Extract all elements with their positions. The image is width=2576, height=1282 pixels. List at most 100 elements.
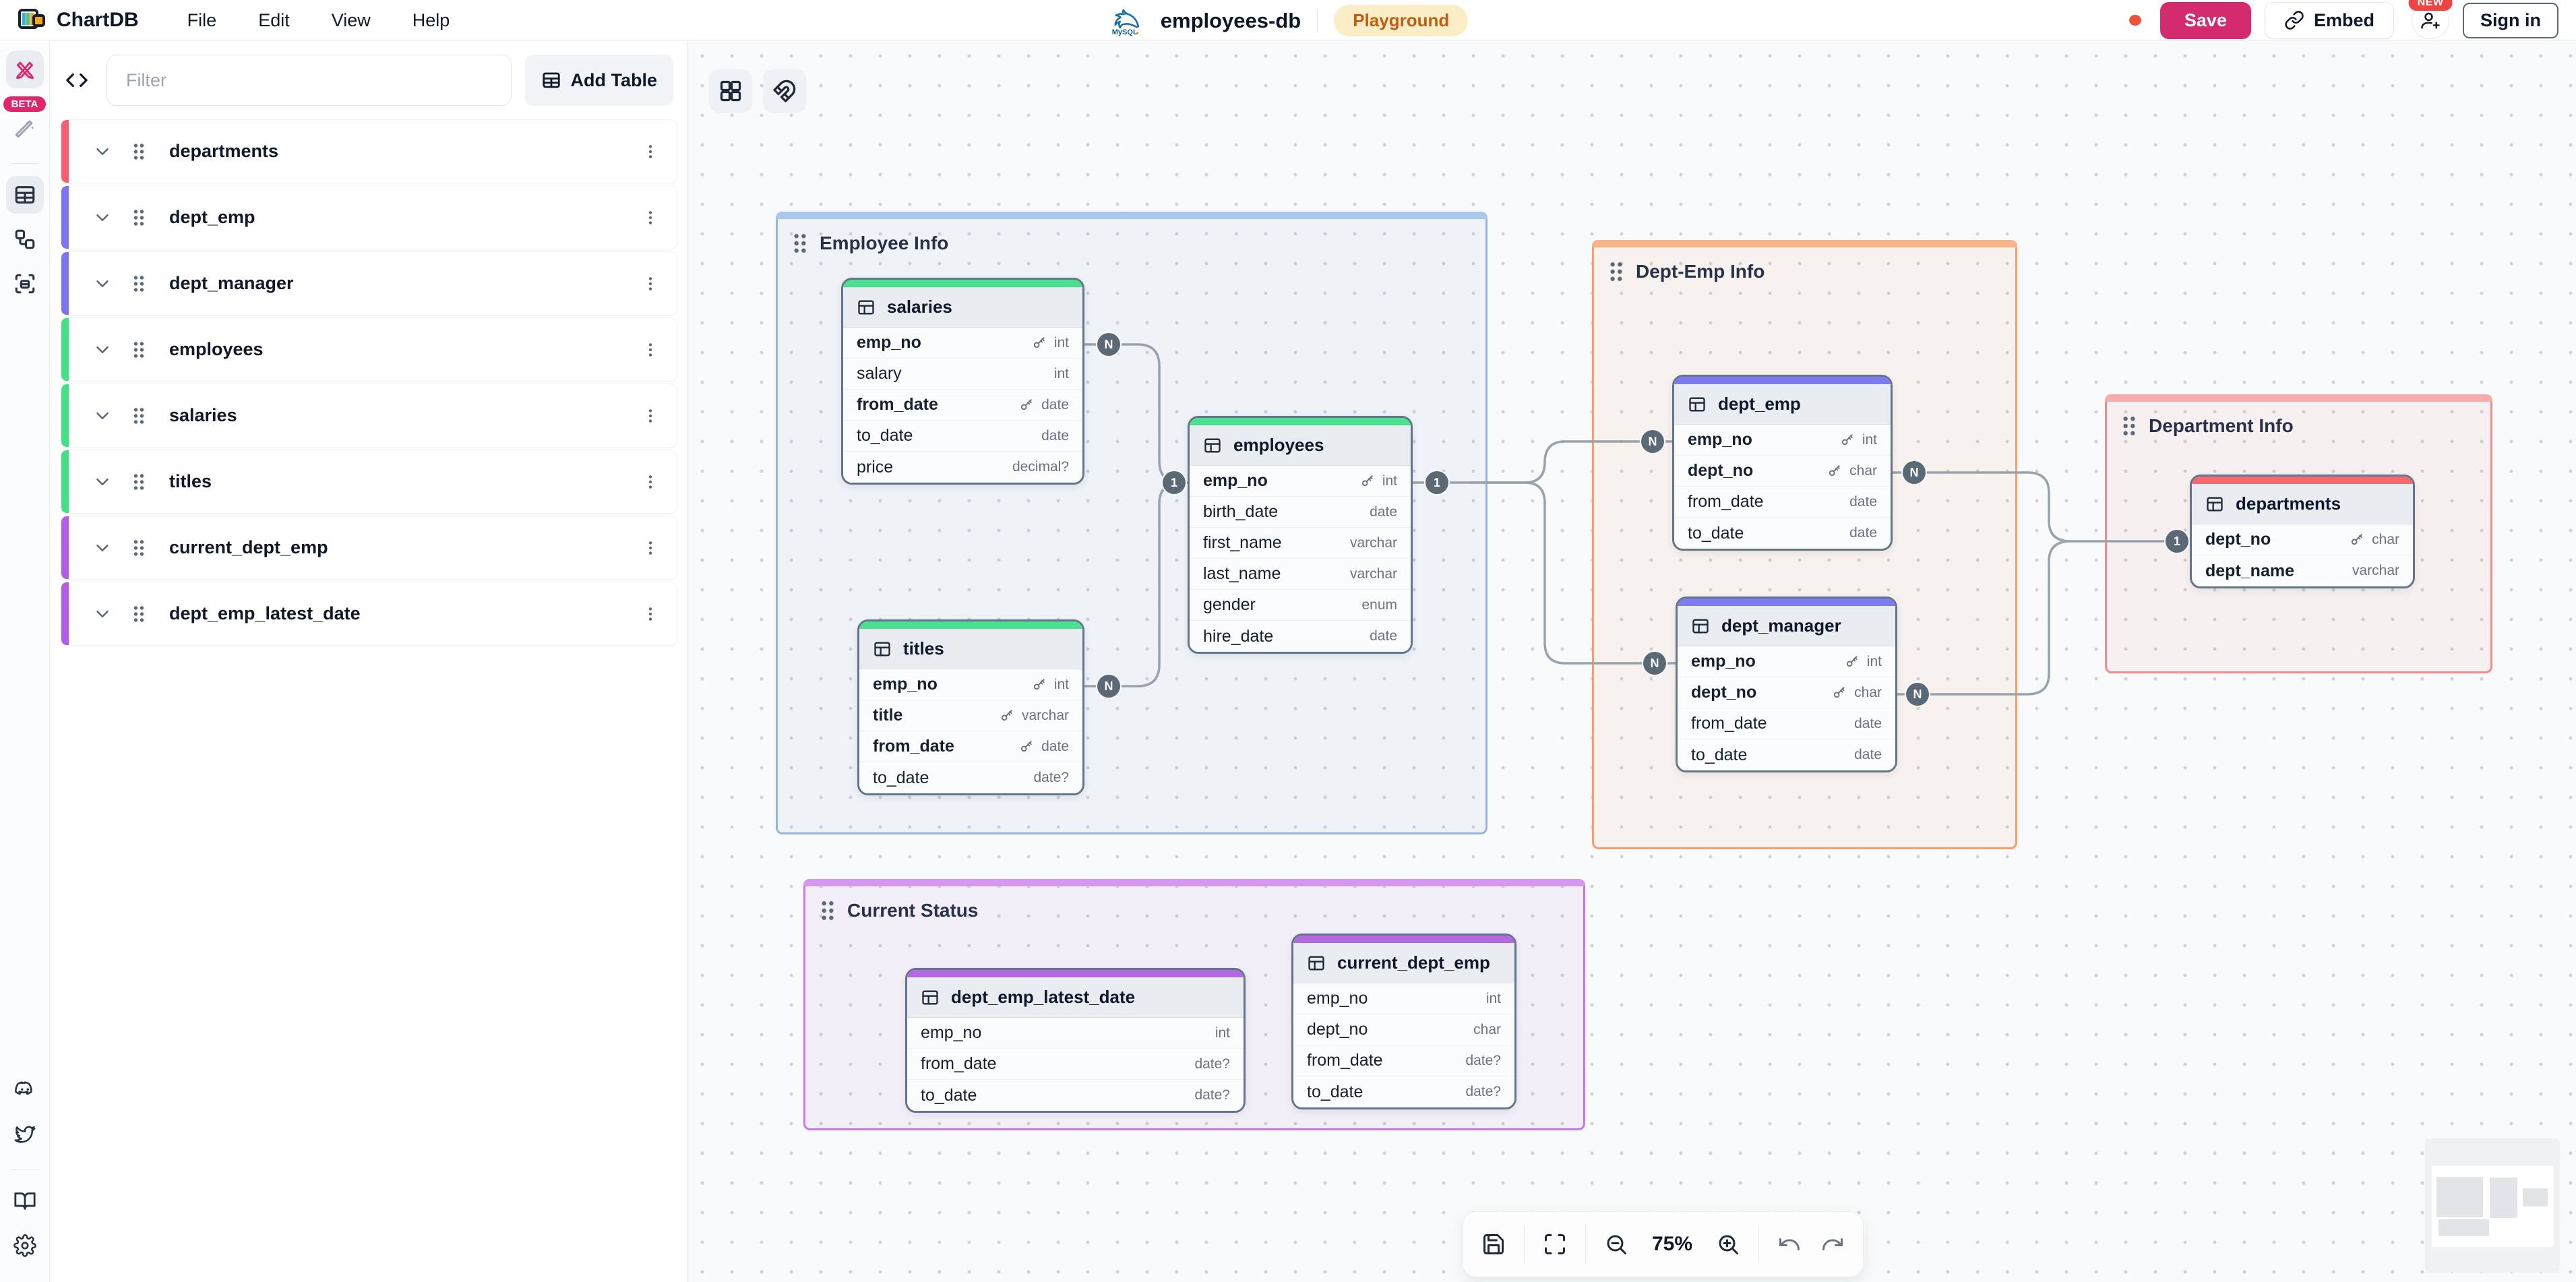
kebab-menu-icon[interactable] bbox=[642, 473, 659, 491]
table-header[interactable]: titles bbox=[859, 629, 1082, 669]
areas-panel-button[interactable] bbox=[6, 265, 44, 303]
kebab-menu-icon[interactable] bbox=[642, 605, 659, 623]
settings-button[interactable] bbox=[6, 1227, 44, 1264]
layout-grid-button[interactable] bbox=[709, 69, 752, 113]
fit-view-button[interactable] bbox=[1535, 1225, 1574, 1264]
sign-in-button[interactable]: Sign in bbox=[2463, 2, 2558, 38]
table-header[interactable]: dept_emp bbox=[1674, 384, 1891, 425]
table-list-item[interactable]: dept_manager bbox=[61, 251, 677, 315]
kebab-menu-icon[interactable] bbox=[642, 143, 659, 160]
chevron-down-icon[interactable] bbox=[92, 340, 113, 360]
table-header[interactable]: dept_emp_latest_date bbox=[907, 977, 1244, 1018]
chevron-down-icon[interactable] bbox=[92, 142, 113, 162]
docs-button[interactable] bbox=[6, 1182, 44, 1220]
chevron-down-icon[interactable] bbox=[92, 274, 113, 294]
table-list-item[interactable]: departments bbox=[61, 119, 677, 183]
minimap[interactable] bbox=[2425, 1138, 2560, 1273]
zoom-in-button[interactable] bbox=[1709, 1225, 1748, 1264]
chevron-down-icon[interactable] bbox=[92, 604, 113, 624]
drag-handle-icon[interactable] bbox=[133, 539, 145, 557]
drag-handle-icon[interactable] bbox=[2122, 416, 2137, 436]
table-list-item[interactable]: current_dept_emp bbox=[61, 516, 677, 580]
editor-tool-button[interactable] bbox=[5, 51, 44, 88]
table-header[interactable]: departments bbox=[2192, 484, 2413, 524]
table-header[interactable]: salaries bbox=[843, 287, 1082, 328]
drag-handle-icon[interactable] bbox=[793, 233, 807, 253]
add-table-button[interactable]: Add Table bbox=[525, 55, 673, 106]
table-list-item[interactable]: dept_emp bbox=[61, 185, 677, 249]
discord-button[interactable] bbox=[6, 1071, 44, 1109]
zoom-out-button[interactable] bbox=[1597, 1225, 1636, 1264]
chevron-down-icon[interactable] bbox=[92, 472, 113, 492]
menu-edit[interactable]: Edit bbox=[258, 9, 290, 30]
relationships-panel-button[interactable] bbox=[6, 220, 44, 258]
diagram-canvas[interactable]: Employee Info Dept-Emp Info Department I… bbox=[687, 41, 2576, 1282]
drag-handle-icon[interactable] bbox=[133, 209, 145, 226]
table-list-item[interactable]: titles bbox=[61, 450, 677, 514]
redo-button[interactable] bbox=[1813, 1225, 1852, 1264]
drag-handle-icon[interactable] bbox=[133, 605, 145, 623]
drag-handle-icon[interactable] bbox=[133, 143, 145, 160]
undo-button[interactable] bbox=[1770, 1225, 1809, 1264]
magic-wand-button[interactable] bbox=[6, 109, 44, 147]
chevron-down-icon[interactable] bbox=[92, 208, 113, 228]
kebab-menu-icon[interactable] bbox=[642, 407, 659, 425]
embed-button[interactable]: Embed bbox=[2264, 1, 2394, 39]
drag-handle-icon[interactable] bbox=[133, 407, 145, 425]
table-list-item[interactable]: employees bbox=[61, 317, 677, 381]
table-list-item[interactable]: salaries bbox=[61, 384, 677, 448]
menu-help[interactable]: Help bbox=[412, 9, 450, 30]
drag-handle-icon[interactable] bbox=[133, 275, 145, 293]
filter-input[interactable] bbox=[106, 55, 512, 106]
table-list-item[interactable]: dept_emp_latest_date bbox=[61, 582, 677, 646]
table-header[interactable]: current_dept_emp bbox=[1293, 943, 1514, 983]
save-diagram-button[interactable] bbox=[1474, 1225, 1513, 1264]
tables-panel-button[interactable] bbox=[5, 176, 44, 214]
code-view-button[interactable] bbox=[61, 69, 93, 92]
snap-magnet-button[interactable] bbox=[763, 69, 806, 113]
drag-handle-icon[interactable] bbox=[820, 901, 835, 921]
menu-file[interactable]: File bbox=[187, 9, 217, 30]
save-button[interactable]: Save bbox=[2159, 1, 2251, 39]
table-header[interactable]: dept_manager bbox=[1678, 606, 1895, 646]
kebab-menu-icon[interactable] bbox=[642, 209, 659, 226]
twitter-button[interactable] bbox=[6, 1116, 44, 1153]
kebab-menu-icon[interactable] bbox=[642, 341, 659, 359]
menu-view[interactable]: View bbox=[331, 9, 371, 30]
table-header[interactable]: employees bbox=[1190, 425, 1411, 466]
